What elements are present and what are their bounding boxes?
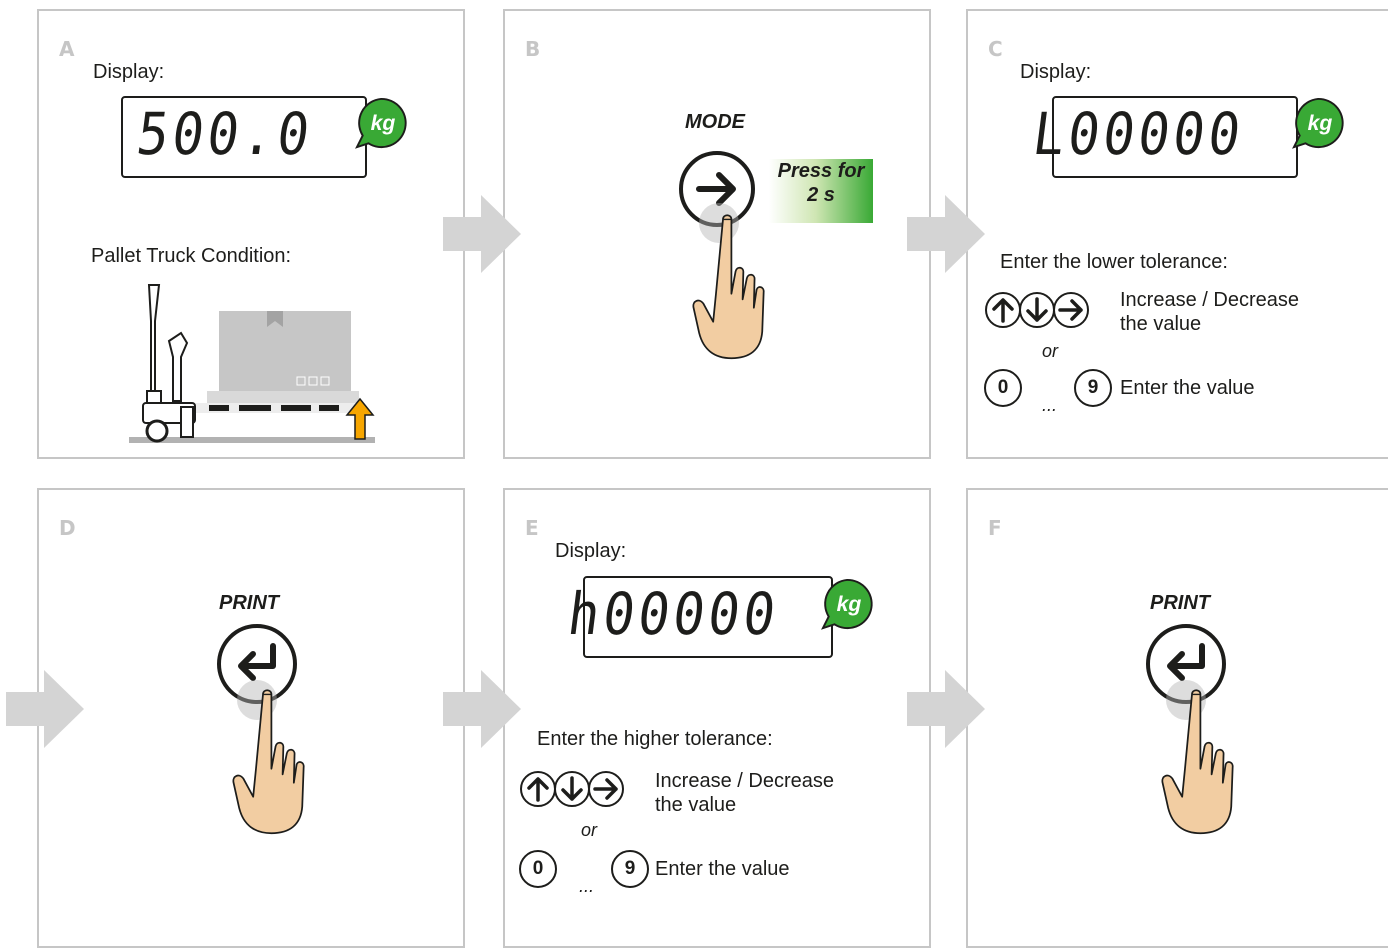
display-label: Display:	[93, 61, 165, 83]
right-arrow-key-icon[interactable]	[1052, 291, 1090, 329]
up-arrow-key-icon[interactable]	[519, 770, 557, 808]
print-key-label: PRINT	[1150, 592, 1210, 614]
condition-label: Pallet Truck Condition:	[91, 245, 292, 267]
step-arrow-icon	[907, 195, 985, 273]
panel-a: A Display: 500.0 Pallet Truck Condition:	[37, 9, 465, 459]
digit-9-key[interactable]: 9	[611, 850, 649, 888]
kg-bubble-icon	[1292, 97, 1344, 149]
instruction-text: Enter the lower tolerance:	[1000, 251, 1228, 273]
press-line-1: Press for	[777, 160, 865, 182]
weight-display: 500.0	[121, 96, 367, 178]
down-arrow-key-icon[interactable]	[553, 770, 591, 808]
panel-letter: C	[988, 37, 1003, 61]
display-label: Display:	[1020, 61, 1092, 83]
step-arrow-icon	[443, 195, 521, 273]
kg-bubble-icon	[355, 97, 407, 149]
arrows-hint-line-2: the value	[655, 794, 737, 816]
digits-hint: Enter the value	[655, 858, 790, 880]
print-key-label: PRINT	[219, 592, 279, 614]
mode-key-label: MODE	[685, 111, 745, 133]
up-arrow-key-icon[interactable]	[984, 291, 1022, 329]
arrows-hint-line-1: Increase / Decrease	[655, 770, 834, 792]
display-value: L00000	[1029, 100, 1249, 168]
press-shadow	[699, 203, 739, 243]
press-duration-badge: Press for 2 s	[769, 159, 873, 223]
enter-key-icon[interactable]	[215, 622, 299, 706]
panel-e: E Display: h00000 Enter the higher toler…	[503, 488, 931, 948]
step-arrow-icon	[6, 670, 84, 748]
panel-d: D PRINT	[37, 488, 465, 948]
or-text: or	[581, 820, 598, 840]
arrows-hint-line-2: the value	[1120, 313, 1202, 335]
ellipsis-text: ...	[1042, 395, 1058, 415]
kg-bubble-icon	[821, 578, 873, 630]
press-line-2: 2 s	[807, 184, 835, 206]
instruction-text: Enter the higher tolerance:	[537, 728, 773, 750]
down-arrow-key-icon[interactable]	[1018, 291, 1056, 329]
digit-0-key[interactable]: 0	[519, 850, 557, 888]
ellipsis-text: ...	[579, 876, 595, 896]
panel-letter: F	[988, 516, 1002, 540]
panel-letter: A	[59, 37, 75, 61]
tolerance-display: L00000	[1030, 96, 1298, 178]
lift-up-arrow-icon	[345, 397, 375, 440]
pointing-hand-icon	[692, 214, 765, 360]
display-label: Display:	[555, 540, 627, 562]
panel-letter: D	[59, 516, 76, 540]
display-value: h00000	[564, 580, 784, 648]
pointing-hand-icon	[232, 689, 305, 835]
digit-9-key[interactable]: 9	[1074, 369, 1112, 407]
enter-key-icon[interactable]	[1144, 622, 1228, 706]
pointing-hand-icon	[1161, 689, 1234, 835]
right-arrow-key-icon[interactable]	[677, 149, 757, 229]
panel-b: B MODE Press for 2 s	[503, 9, 931, 459]
step-arrow-icon	[443, 670, 521, 748]
panel-f: F PRINT	[966, 488, 1388, 948]
right-arrow-key-icon[interactable]	[587, 770, 625, 808]
panel-c: C Display: L00000 Enter the lower tolera…	[966, 9, 1388, 459]
step-arrow-icon	[907, 670, 985, 748]
tolerance-display: h00000	[565, 576, 833, 658]
arrows-hint-line-1: Increase / Decrease	[1120, 289, 1299, 311]
panel-letter: E	[525, 516, 539, 540]
pallet-truck-icon	[129, 284, 375, 443]
panel-letter: B	[525, 37, 541, 61]
display-value: 500.0	[133, 100, 318, 168]
digits-hint: Enter the value	[1120, 377, 1255, 399]
or-text: or	[1042, 341, 1059, 361]
digit-0-key[interactable]: 0	[984, 369, 1022, 407]
